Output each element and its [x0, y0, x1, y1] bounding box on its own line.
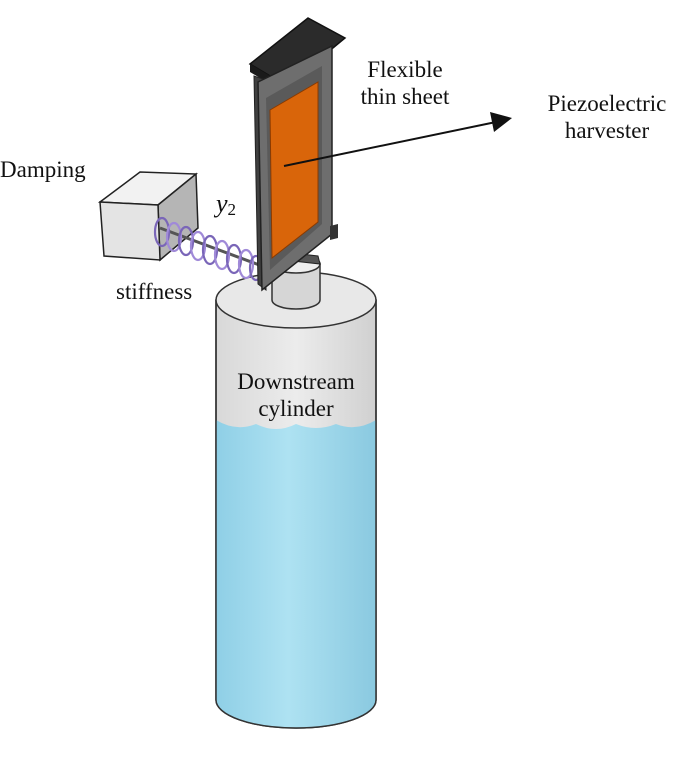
- downstream-cylinder: [215, 271, 377, 729]
- water-section: [216, 420, 376, 728]
- label-flexible-line2: thin sheet: [360, 84, 450, 109]
- label-damping: Damping: [0, 157, 86, 182]
- spring: [153, 216, 264, 282]
- piezo-arrow: [283, 112, 512, 167]
- label-cylinder-line2: cylinder: [258, 396, 334, 421]
- label-flexible-thin-sheet: Flexible thin sheet: [346, 56, 464, 110]
- label-displacement-y2: y2: [216, 190, 236, 223]
- label-piezo-line1: Piezoelectric: [547, 91, 667, 116]
- label-stiffness: stiffness: [116, 279, 193, 304]
- label-flexible-line1: Flexible: [367, 57, 443, 82]
- label-cylinder-line1: Downstream: [237, 369, 355, 394]
- flexible-thin-sheet: [248, 17, 347, 292]
- damper-box: [97, 171, 199, 262]
- label-piezo-line2: harvester: [564, 118, 650, 143]
- y-symbol: y: [216, 189, 228, 218]
- label-downstream-cylinder: Downstream cylinder: [218, 368, 374, 422]
- piezoelectric-patch: [269, 81, 319, 260]
- label-piezoelectric-harvester: Piezoelectric harvester: [532, 90, 682, 144]
- y-subscript: 2: [227, 200, 237, 219]
